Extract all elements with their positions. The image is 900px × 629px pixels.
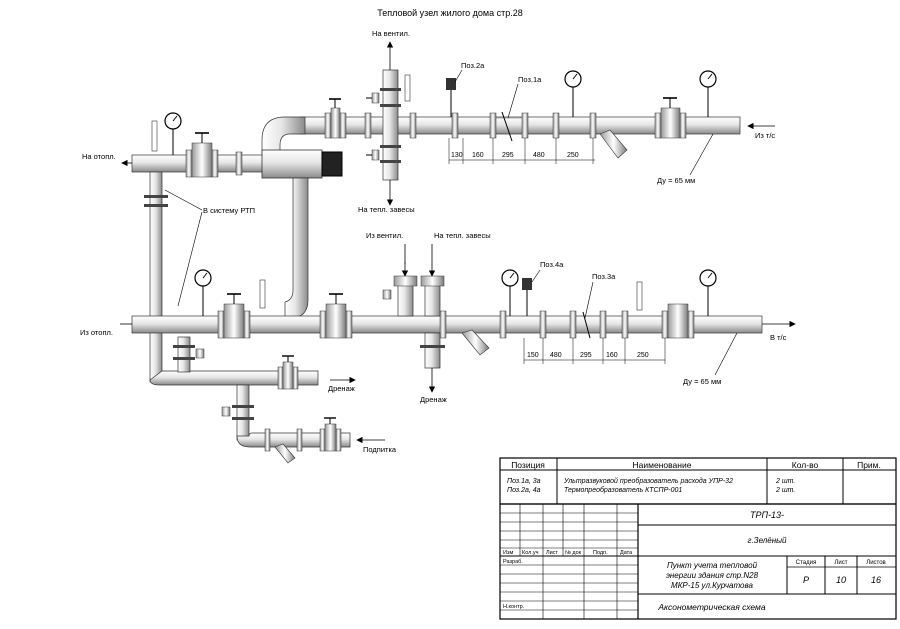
label-poz3a: Поз.3а [592,272,616,281]
valve-zavesy-top [366,145,401,163]
dim-bottom-5: 250 [637,352,649,359]
top-line-fittings [324,97,687,142]
spec-row-pos-2: Поз.2а, 4а [507,487,541,494]
label-to-vent-top: На вентил. [372,29,410,38]
riser-iz-ventil [382,244,418,317]
stamp-col-list: Лист [546,550,558,556]
stamp-razrab: Разраб. [503,559,523,565]
stamp-stadia-header: Стадия [796,560,816,566]
left-top-valve [185,132,243,178]
dimension-chain-bottom [523,338,666,364]
stamp-col-data: Дата [620,550,633,556]
stamp-stadia: Р [803,575,809,585]
label-iz-ventil: Из вентил. [366,231,403,240]
drain-branch [149,336,356,390]
label-podpitka: Подпитка [363,445,397,454]
spec-row-name-2: Термопреобразователь КТСПР-001 [564,486,682,494]
gauge-left-top [164,112,182,155]
dim-top-5: 250 [567,152,579,159]
title-block [499,503,897,620]
stamp-nkontr: Н.контр. [503,604,525,610]
label-drenazh-bottom: Дренаж [420,395,447,404]
spec-row-pos-1: Поз.1а, 3а [507,478,541,485]
stamp-col-ndok: № док [565,550,582,556]
stamp-city: г.Зелёный [748,536,788,545]
label-du-top: Ду = 65 мм [657,176,695,185]
spec-row-qty-1: 2 шт. [775,478,795,485]
stamp-col-podp: Подп. [593,550,608,556]
pressure-gauge-top-2 [699,70,717,117]
thermometer-bottom-left [259,279,266,309]
vent-riser-top [382,69,399,181]
pressure-gauge-top-1 [564,70,582,117]
label-iz-otopl: Из отопл. [80,328,113,337]
bottom-line-fittings [217,293,695,339]
stamp-code: ТРП-13- [750,510,784,520]
dim-bottom-3: 295 [580,352,592,359]
stamp-list-header: Лист [834,560,847,566]
left-down-pipe [149,171,163,383]
makeup-branch [221,384,385,464]
dim-bottom-1: 150 [527,352,539,359]
label-v-sistemu-rtp: В систему РТП [203,206,255,215]
label-na-otopl: На отопл. [82,152,116,161]
label-poz1a: Поз.1а [518,75,542,84]
dim-top-1: 130 [451,152,463,159]
valve-vent-top [366,88,401,107]
label-poz4a: Поз.4а [540,260,564,269]
thermometer-bottom-right [636,281,643,311]
stamp-desc-1: Пункт учета тепловой [667,561,758,570]
gauge-bottom-right [699,269,717,316]
stamp-listov: 16 [871,575,881,585]
sensor-housing [261,149,323,179]
label-drenazh-right: Дренаж [328,384,355,393]
strainer-top [599,129,628,159]
spec-header-note: Прим. [857,460,881,470]
spec-row-name-1: Ультразвуковой преобразователь расхода У… [563,477,733,485]
dim-top-2: 160 [472,152,484,159]
vertical-connector-pipe [284,177,309,319]
stamp-desc-3: МКР-15 ул.Курчатова [671,581,753,590]
thermometer-left-top [151,120,158,152]
label-iz-ts-top: Из т/с [755,131,775,140]
label-iz-tepl-zavesy: На тепл. завесы [434,231,491,240]
dim-top-3: 295 [502,152,514,159]
gauge-bottom-left [194,269,212,316]
stamp-desc-2: энергии здания стр.N28 [666,571,759,580]
dim-bottom-4: 160 [606,352,618,359]
riser-zavesy-bottom [420,244,445,393]
stamp-list: 10 [836,575,846,585]
thermo-sensor-poz4a [522,278,532,316]
black-block [321,151,343,177]
thermometer-top-vent [404,74,411,102]
dim-top-4: 480 [533,152,545,159]
dim-bottom-2: 480 [550,352,562,359]
label-poz2a: Поз.2а [461,61,485,70]
drawing-title: Тепловой узел жилого дома стр.28 [377,8,523,18]
stamp-col-izm: Изм [503,550,513,556]
stamp-col-kolich: Кол.уч [522,550,539,556]
dimension-chain-top [448,138,595,164]
stamp-listov-header: Листов [866,560,886,566]
label-v-ts: В т/с [770,333,787,342]
label-na-tepl-zavesy: На тепл. завесы [358,205,415,214]
stamp-sheet-name: Аксонометрическая схема [657,602,765,612]
spec-header-qty: Кол-во [792,460,819,470]
thermo-sensor-poz2a [446,78,456,117]
spec-header-pos: Позиция [511,460,545,470]
gauge-bottom-mid [501,269,519,316]
spec-row-qty-2: 2 шт. [775,487,795,494]
top-main-pipe [131,116,741,173]
label-du-bottom: Ду = 65 мм [683,377,721,386]
spec-header-name: Наименование [633,460,692,470]
strainer-bottom [461,329,490,356]
